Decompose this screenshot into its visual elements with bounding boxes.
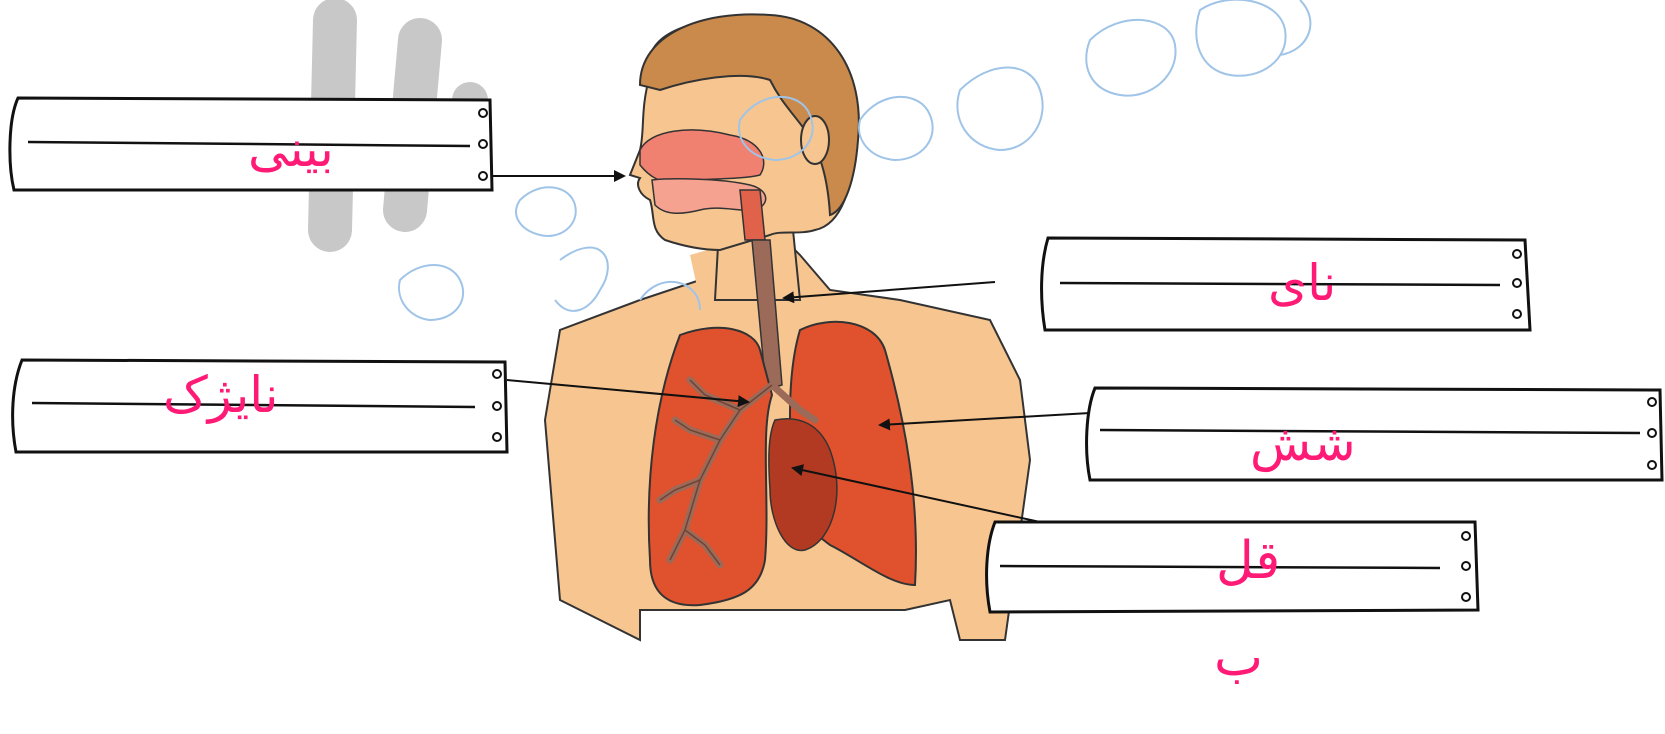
label-heart-line2: ب	[1214, 632, 1263, 684]
label-nose: بینی	[248, 124, 334, 174]
label-trachea: نای	[1268, 258, 1336, 308]
box-lung	[1087, 388, 1662, 480]
label-lung: شش	[1250, 418, 1356, 468]
label-bronchi: نایژک	[163, 370, 278, 420]
label-heart-line1: قل	[1216, 535, 1280, 587]
